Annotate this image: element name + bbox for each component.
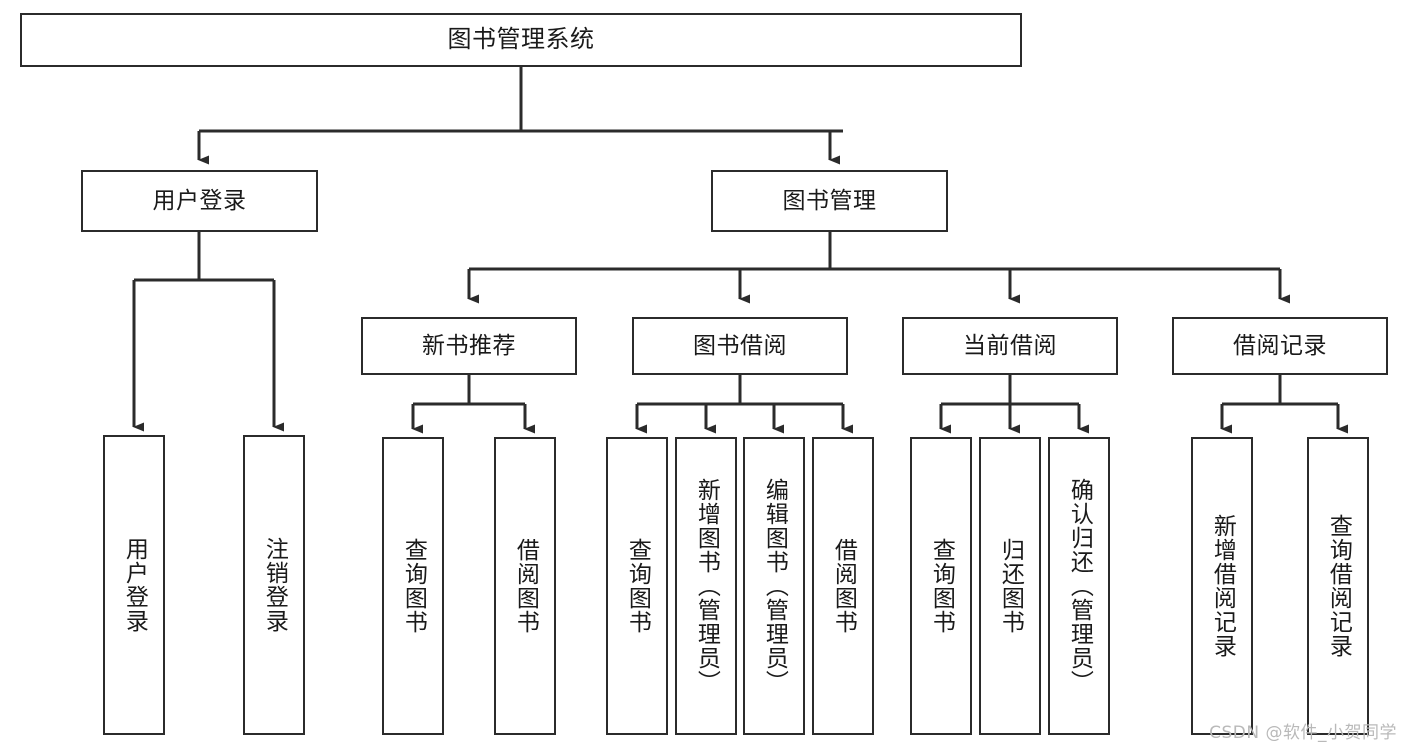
node-current-borrow[interactable]: 当前借阅 xyxy=(902,317,1118,375)
node-leaf-query-book-2-label: 查询图书 xyxy=(624,538,651,634)
node-leaf-user-login-label: 用户登录 xyxy=(121,537,148,633)
node-leaf-query-book-1[interactable]: 查询图书 xyxy=(382,437,444,735)
node-borrow-record[interactable]: 借阅记录 xyxy=(1172,317,1388,375)
node-user-login-label: 用户登录 xyxy=(152,187,247,214)
node-leaf-add-record[interactable]: 新增借阅记录 xyxy=(1191,437,1253,735)
node-user-login[interactable]: 用户登录 xyxy=(81,170,318,232)
node-book-borrow[interactable]: 图书借阅 xyxy=(632,317,848,375)
node-leaf-query-book-2[interactable]: 查询图书 xyxy=(606,437,668,735)
node-leaf-confirm-return-label: 确认归还（管理员） xyxy=(1066,478,1093,694)
node-new-book-rec-label: 新书推荐 xyxy=(422,332,516,359)
node-leaf-query-record[interactable]: 查询借阅记录 xyxy=(1307,437,1369,735)
node-leaf-edit-book[interactable]: 编辑图书（管理员） xyxy=(743,437,805,735)
node-leaf-add-book[interactable]: 新增图书（管理员） xyxy=(675,437,737,735)
node-root-label: 图书管理系统 xyxy=(447,25,595,54)
node-leaf-borrow-book-1[interactable]: 借阅图书 xyxy=(494,437,556,735)
node-leaf-return-book[interactable]: 归还图书 xyxy=(979,437,1041,735)
node-leaf-borrow-book-2[interactable]: 借阅图书 xyxy=(812,437,874,735)
node-leaf-query-book-3-label: 查询图书 xyxy=(928,538,955,634)
node-current-borrow-label: 当前借阅 xyxy=(963,332,1057,359)
node-leaf-user-login[interactable]: 用户登录 xyxy=(103,435,165,735)
node-leaf-borrow-book-1-label: 借阅图书 xyxy=(512,538,539,634)
node-borrow-record-label: 借阅记录 xyxy=(1233,332,1327,359)
node-book-manage-label: 图书管理 xyxy=(782,187,877,214)
node-new-book-rec[interactable]: 新书推荐 xyxy=(361,317,577,375)
node-leaf-query-record-label: 查询借阅记录 xyxy=(1325,514,1352,658)
node-leaf-logout-label: 注销登录 xyxy=(261,537,288,633)
node-leaf-edit-book-label: 编辑图书（管理员） xyxy=(761,478,788,694)
node-leaf-borrow-book-2-label: 借阅图书 xyxy=(830,538,857,634)
node-leaf-add-book-label: 新增图书（管理员） xyxy=(693,478,720,694)
node-book-borrow-label: 图书借阅 xyxy=(693,332,787,359)
node-leaf-query-book-1-label: 查询图书 xyxy=(400,538,427,634)
node-root[interactable]: 图书管理系统 xyxy=(20,13,1022,67)
watermark: CSDN @软件_小贺同学 xyxy=(1209,723,1397,743)
node-book-manage[interactable]: 图书管理 xyxy=(711,170,948,232)
node-leaf-logout[interactable]: 注销登录 xyxy=(243,435,305,735)
node-leaf-add-record-label: 新增借阅记录 xyxy=(1209,514,1236,658)
node-leaf-confirm-return[interactable]: 确认归还（管理员） xyxy=(1048,437,1110,735)
node-leaf-return-book-label: 归还图书 xyxy=(997,538,1024,634)
node-leaf-query-book-3[interactable]: 查询图书 xyxy=(910,437,972,735)
